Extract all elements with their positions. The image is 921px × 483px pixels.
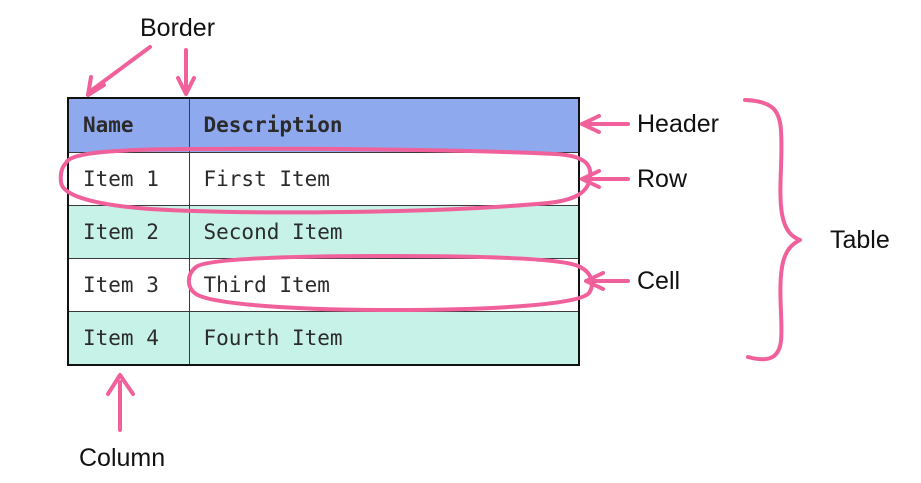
demo-table: Name Description Item 1 First Item Item … bbox=[67, 97, 580, 366]
border-arrow-left-icon bbox=[86, 45, 152, 97]
table-row: Item 2 Second Item bbox=[67, 205, 580, 259]
header-row: Name Description bbox=[67, 97, 580, 153]
table-header: Name Description bbox=[67, 97, 580, 153]
cell-name: Item 1 bbox=[67, 152, 190, 206]
annotation-label-cell: Cell bbox=[637, 267, 681, 295]
annotation-label-header: Header bbox=[637, 110, 719, 138]
header-arrow-icon bbox=[580, 114, 630, 134]
border-arrow-down-icon bbox=[176, 48, 196, 96]
cell-description: Second Item bbox=[188, 205, 580, 259]
cell-arrow-icon bbox=[584, 271, 630, 291]
header-cell-name: Name bbox=[67, 97, 190, 153]
annotation-label-border: Border bbox=[140, 14, 216, 42]
cell-name: Item 4 bbox=[67, 311, 190, 366]
header-cell-description: Description bbox=[188, 97, 580, 153]
row-arrow-icon bbox=[580, 169, 630, 189]
table-brace-icon bbox=[743, 98, 802, 362]
cell-name: Item 2 bbox=[67, 205, 190, 259]
table-container: Name Description Item 1 First Item Item … bbox=[67, 97, 580, 366]
table-body: Item 1 First Item Item 2 Second Item Ite… bbox=[67, 152, 580, 366]
cell-description: Fourth Item bbox=[188, 311, 580, 366]
cell-description: First Item bbox=[188, 152, 580, 206]
column-arrow-icon bbox=[106, 373, 135, 432]
cell-name: Item 3 bbox=[67, 258, 190, 312]
table-row: Item 1 First Item bbox=[67, 152, 580, 206]
table-row: Item 4 Fourth Item bbox=[67, 311, 580, 366]
annotation-label-table: Table bbox=[830, 226, 890, 254]
annotation-label-row: Row bbox=[637, 165, 688, 193]
cell-description: Third Item bbox=[188, 258, 580, 312]
table-row: Item 3 Third Item bbox=[67, 258, 580, 312]
annotation-label-column: Column bbox=[79, 444, 166, 472]
